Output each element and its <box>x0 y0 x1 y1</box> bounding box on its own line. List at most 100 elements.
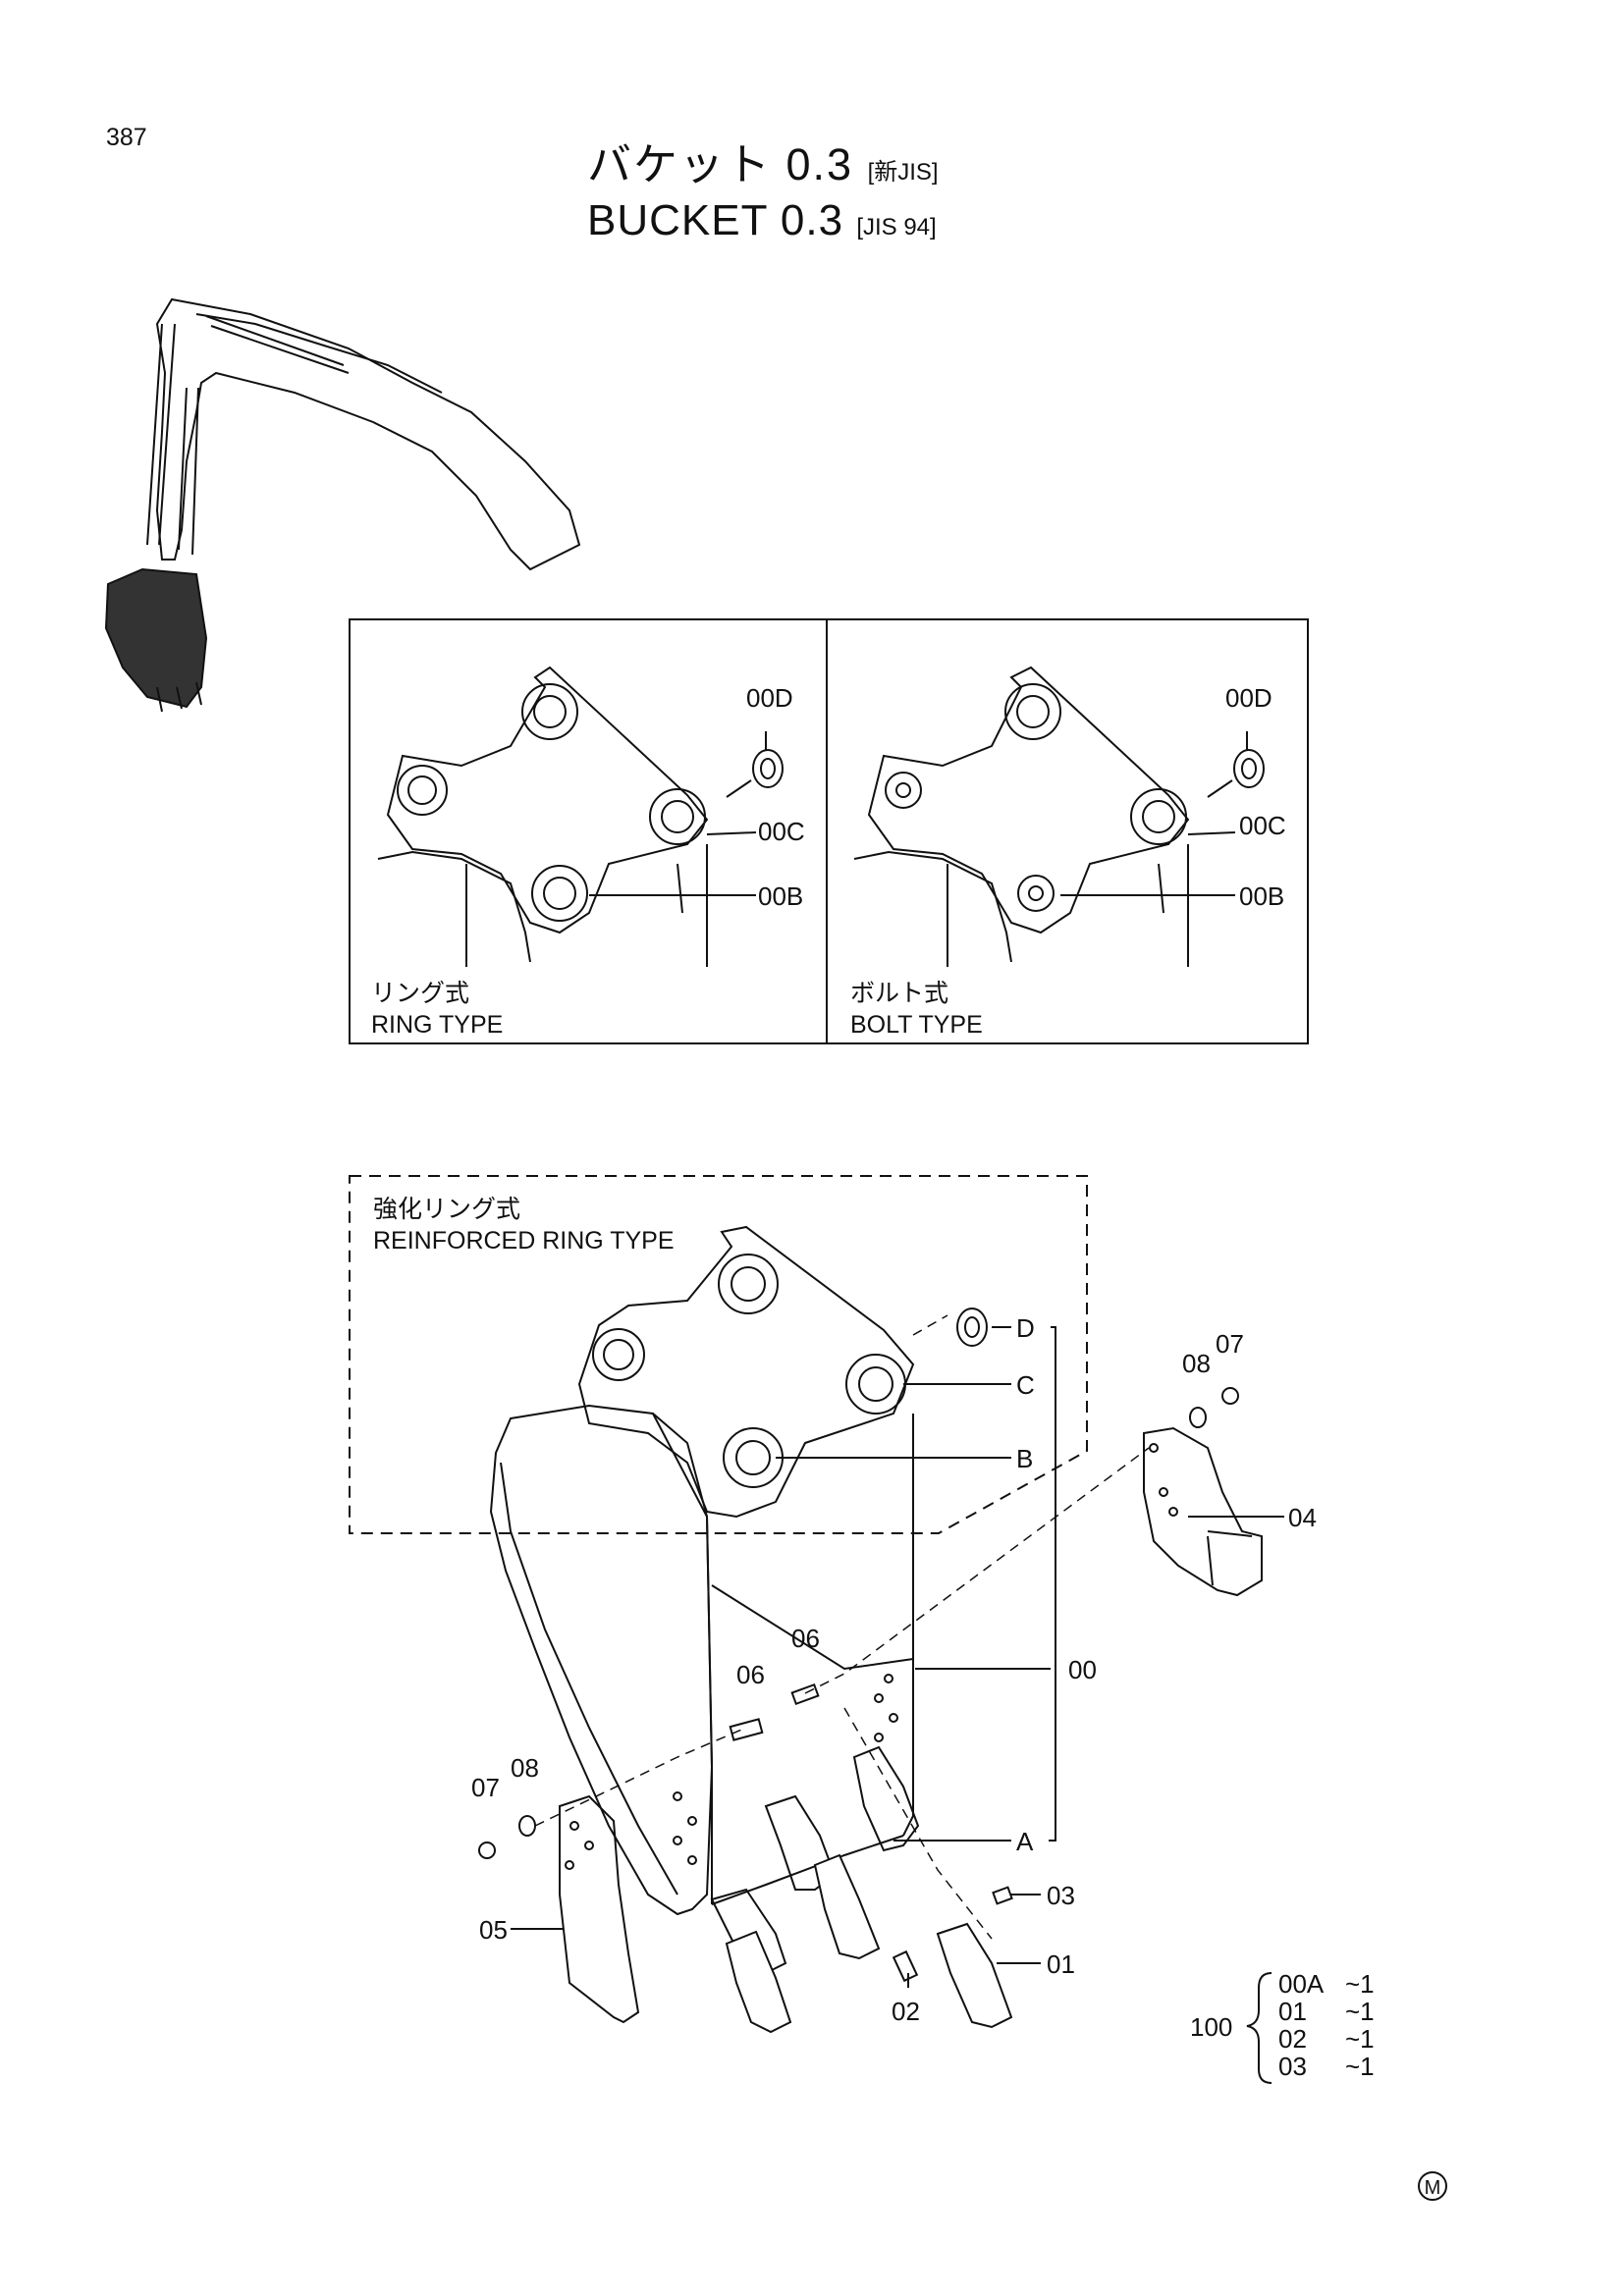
callout-06-left: 06 <box>736 1660 765 1689</box>
callout-01: 01 <box>1047 1949 1075 1979</box>
callout-C: C <box>1016 1370 1035 1400</box>
kit-number: 100 <box>1190 2012 1232 2042</box>
callout-06-right: 06 <box>791 1624 820 1653</box>
bolt-06-left <box>729 1718 764 1741</box>
bolt-pin-bottom <box>1017 875 1055 912</box>
bolt-bracket-plate <box>867 666 1190 934</box>
callout-07-right: 07 <box>1216 1329 1244 1359</box>
ring-pin-left <box>397 765 448 816</box>
title-japanese-main: バケット 0.3 <box>587 139 854 189</box>
bucket-back-inner <box>500 1462 678 1896</box>
callout-04: 04 <box>1288 1503 1317 1532</box>
title-english: BUCKET 0.3 [JIS 94] <box>587 199 937 242</box>
title-english-main: BUCKET 0.3 <box>587 196 844 244</box>
reinforced-dashed-frame <box>349 1175 1088 1534</box>
reinforced-pin-bottom <box>723 1427 784 1488</box>
kit-table: 100 00A ~1 01 ~1 02 ~1 03 ~1 <box>1190 1969 1375 2084</box>
page-number: 387 <box>106 124 147 151</box>
ring-leaders <box>589 731 767 896</box>
kit-row-part: 00A <box>1278 1969 1325 1999</box>
callout-02: 02 <box>892 1997 920 2026</box>
ring-pin-right <box>649 788 706 845</box>
bolt-label-00B: 00B <box>1239 881 1284 911</box>
ring-label-00C: 00C <box>758 817 805 846</box>
callout-07-left: 07 <box>471 1773 500 1802</box>
kit-row-part: 03 <box>1278 2052 1307 2081</box>
ring-pin-bottom <box>531 865 588 922</box>
washer-08-right <box>1189 1407 1207 1428</box>
lock-03 <box>992 1886 1013 1905</box>
tooth-adapter-3 <box>710 1888 787 1975</box>
ring-pin-top <box>521 683 578 740</box>
washer-D <box>956 1308 988 1347</box>
ring-label-00D: 00D <box>746 683 793 713</box>
bolt-caption-en: BOLT TYPE <box>850 1011 983 1039</box>
nut-07-right <box>1221 1387 1239 1405</box>
kit-row-qty: ~1 <box>1345 2024 1375 2054</box>
bolt-label-00C: 00C <box>1239 811 1286 840</box>
tooth-point-2 <box>725 1930 792 2034</box>
callout-08-left: 08 <box>511 1753 539 1783</box>
callout-A: A <box>1016 1827 1034 1856</box>
boom-top-line <box>195 313 443 394</box>
kit-row-part: 02 <box>1278 2024 1307 2054</box>
inset-bolt-frame <box>826 618 1309 1044</box>
bolt-leaders <box>1060 731 1248 896</box>
callout-B: B <box>1016 1444 1033 1473</box>
kit-row-qty: ~1 <box>1345 1997 1375 2026</box>
reinforced-bracket-plate <box>577 1225 915 1519</box>
callout-D: D <box>1016 1313 1035 1343</box>
arm-left <box>146 323 176 546</box>
pin-02 <box>892 1949 919 1983</box>
reinforced-bucket-assembly: 強化リング式 REINFORCED RING TYPE <box>349 1175 1317 2034</box>
tooth-adapter-1 <box>852 1745 920 1852</box>
callout-03: 03 <box>1047 1881 1075 1910</box>
ring-bracket-plate <box>386 666 709 934</box>
bolt-washer-00D <box>1233 749 1265 788</box>
bucket-front-lip <box>711 1584 914 1905</box>
bolt-pin-left <box>885 772 922 809</box>
boom-outline <box>155 297 581 571</box>
bucket-overview <box>104 567 208 709</box>
cylinder-rod <box>205 315 350 374</box>
arm-right <box>178 387 199 556</box>
kit-brace <box>1246 1972 1272 2084</box>
washer-08-left <box>518 1815 536 1837</box>
title-japanese: バケット 0.3 [新JIS] <box>587 142 939 187</box>
kit-row-qty: ~1 <box>1345 2052 1375 2081</box>
bucket-side-plate <box>652 1413 914 1904</box>
tooth-point-1 <box>813 1853 881 1960</box>
ring-caption-jp: リング式 <box>371 980 469 1007</box>
bucket-teeth <box>156 681 202 713</box>
bolt-pin-right <box>1130 788 1187 845</box>
reinforced-pin-right <box>845 1354 906 1415</box>
ring-label-00B: 00B <box>758 881 803 911</box>
title-japanese-suffix: [新JIS] <box>867 159 939 186</box>
callout-leaders <box>511 1326 1284 1988</box>
tooth-point-3 <box>936 1922 1013 2029</box>
inset-bolt-type: 00D 00C 00B ボルト式 BOLT TYPE <box>826 618 1309 1044</box>
bucket-back-shell <box>489 1404 714 1916</box>
callout-05: 05 <box>479 1915 508 1945</box>
side-cutter-05 <box>559 1794 640 2024</box>
mark-letter: M <box>1425 2177 1441 2199</box>
circled-m-mark: M <box>1418 2171 1447 2201</box>
ring-washer-00D <box>752 749 784 788</box>
ring-bucket-shell <box>377 844 708 967</box>
assembly-dashed-lines <box>534 1314 1150 1940</box>
bolt-pin-top <box>1004 683 1061 740</box>
kit-row-qty: ~1 <box>1345 1969 1375 1999</box>
reinforced-caption-en: REINFORCED RING TYPE <box>373 1227 675 1255</box>
nut-07-left <box>478 1842 496 1859</box>
bolt-bucket-shell <box>853 844 1189 967</box>
bolt-06-right <box>790 1682 820 1706</box>
title-english-suffix: [JIS 94] <box>856 214 937 240</box>
callout-08-right: 08 <box>1182 1349 1211 1378</box>
reinforced-pin-top <box>718 1254 779 1314</box>
inset-ring-type: 00D 00C 00B リング式 RING TYPE <box>349 618 828 1044</box>
reinforced-pin-left <box>592 1328 645 1381</box>
kit-row-part: 01 <box>1278 1997 1307 2026</box>
ring-caption-en: RING TYPE <box>371 1011 503 1039</box>
excavator-arm-overview <box>104 297 581 713</box>
